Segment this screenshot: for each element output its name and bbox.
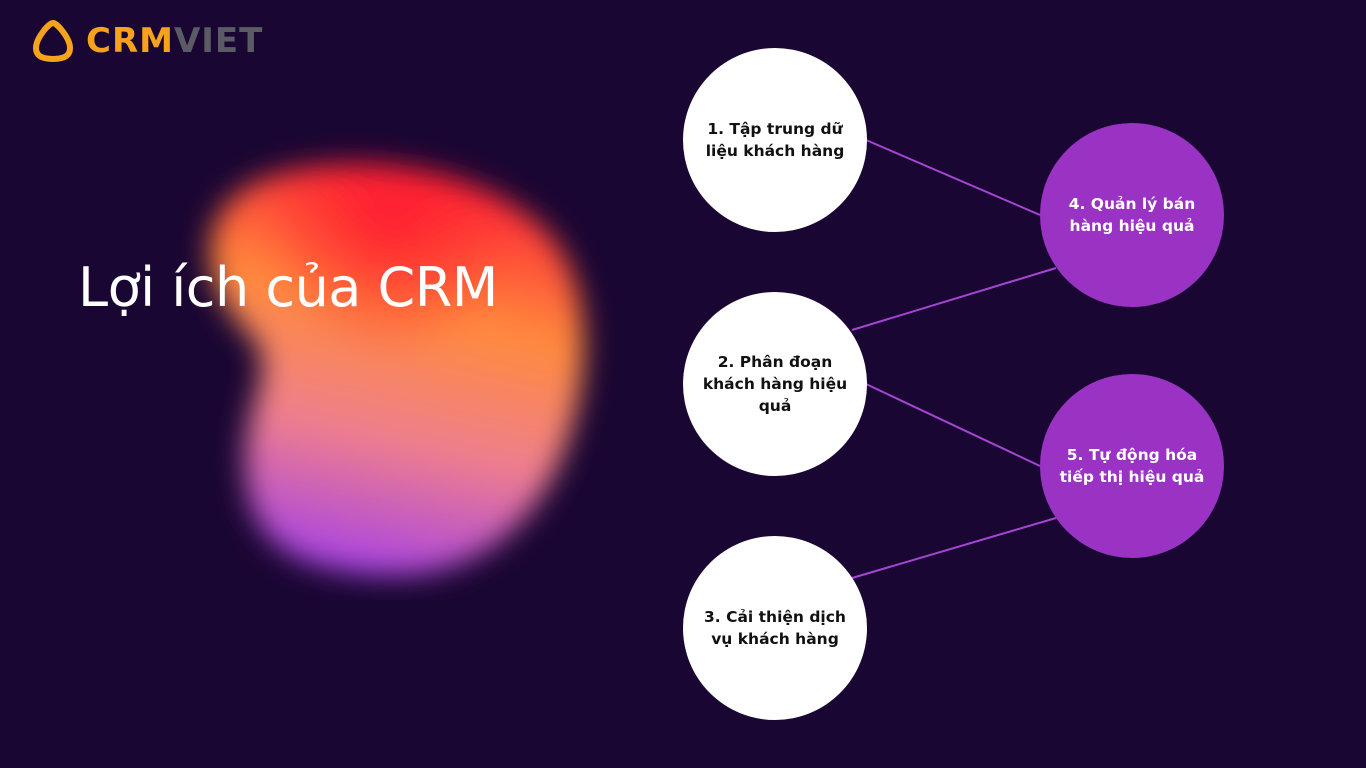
diagram-node-5: 5. Tự động hóa tiếp thị hiệu quả [1040,374,1224,558]
gradient-blob [130,130,630,600]
brand-logo: CRMVIET [30,18,263,64]
diagram-node-2: 2. Phân đoạn khách hàng hiệu quả [683,292,867,476]
diagram-node-2-label: 2. Phân đoạn khách hàng hiệu quả [702,353,848,415]
diagram-node-4: 4. Quản lý bán hàng hiệu quả [1040,123,1224,307]
diagram-node-1-label: 1. Tập trung dữ liệu khách hàng [705,120,845,160]
diagram-node-5-label: 5. Tự động hóa tiếp thị hiệu quả [1059,446,1205,486]
brand-wordmark: CRMVIET [86,24,263,58]
page-title: Lợi ích của CRM [78,256,498,319]
connector-1-4 [865,139,1041,216]
connector-2-5 [865,383,1041,467]
diagram-node-3: 3. Cải thiện dịch vụ khách hàng [683,536,867,720]
brand-wordmark-primary: CRM [86,21,174,61]
connector-5-3 [851,517,1057,579]
gradient-blob-shape [210,163,584,576]
diagram-node-3-label: 3. Cải thiện dịch vụ khách hàng [704,608,846,648]
diagram-node-4-label: 4. Quản lý bán hàng hiệu quả [1068,195,1196,235]
brand-wordmark-secondary: VIET [173,21,264,61]
diagram-node-1: 1. Tập trung dữ liệu khách hàng [683,48,867,232]
connector-4-2 [851,267,1057,331]
house-outline-icon [33,20,73,62]
